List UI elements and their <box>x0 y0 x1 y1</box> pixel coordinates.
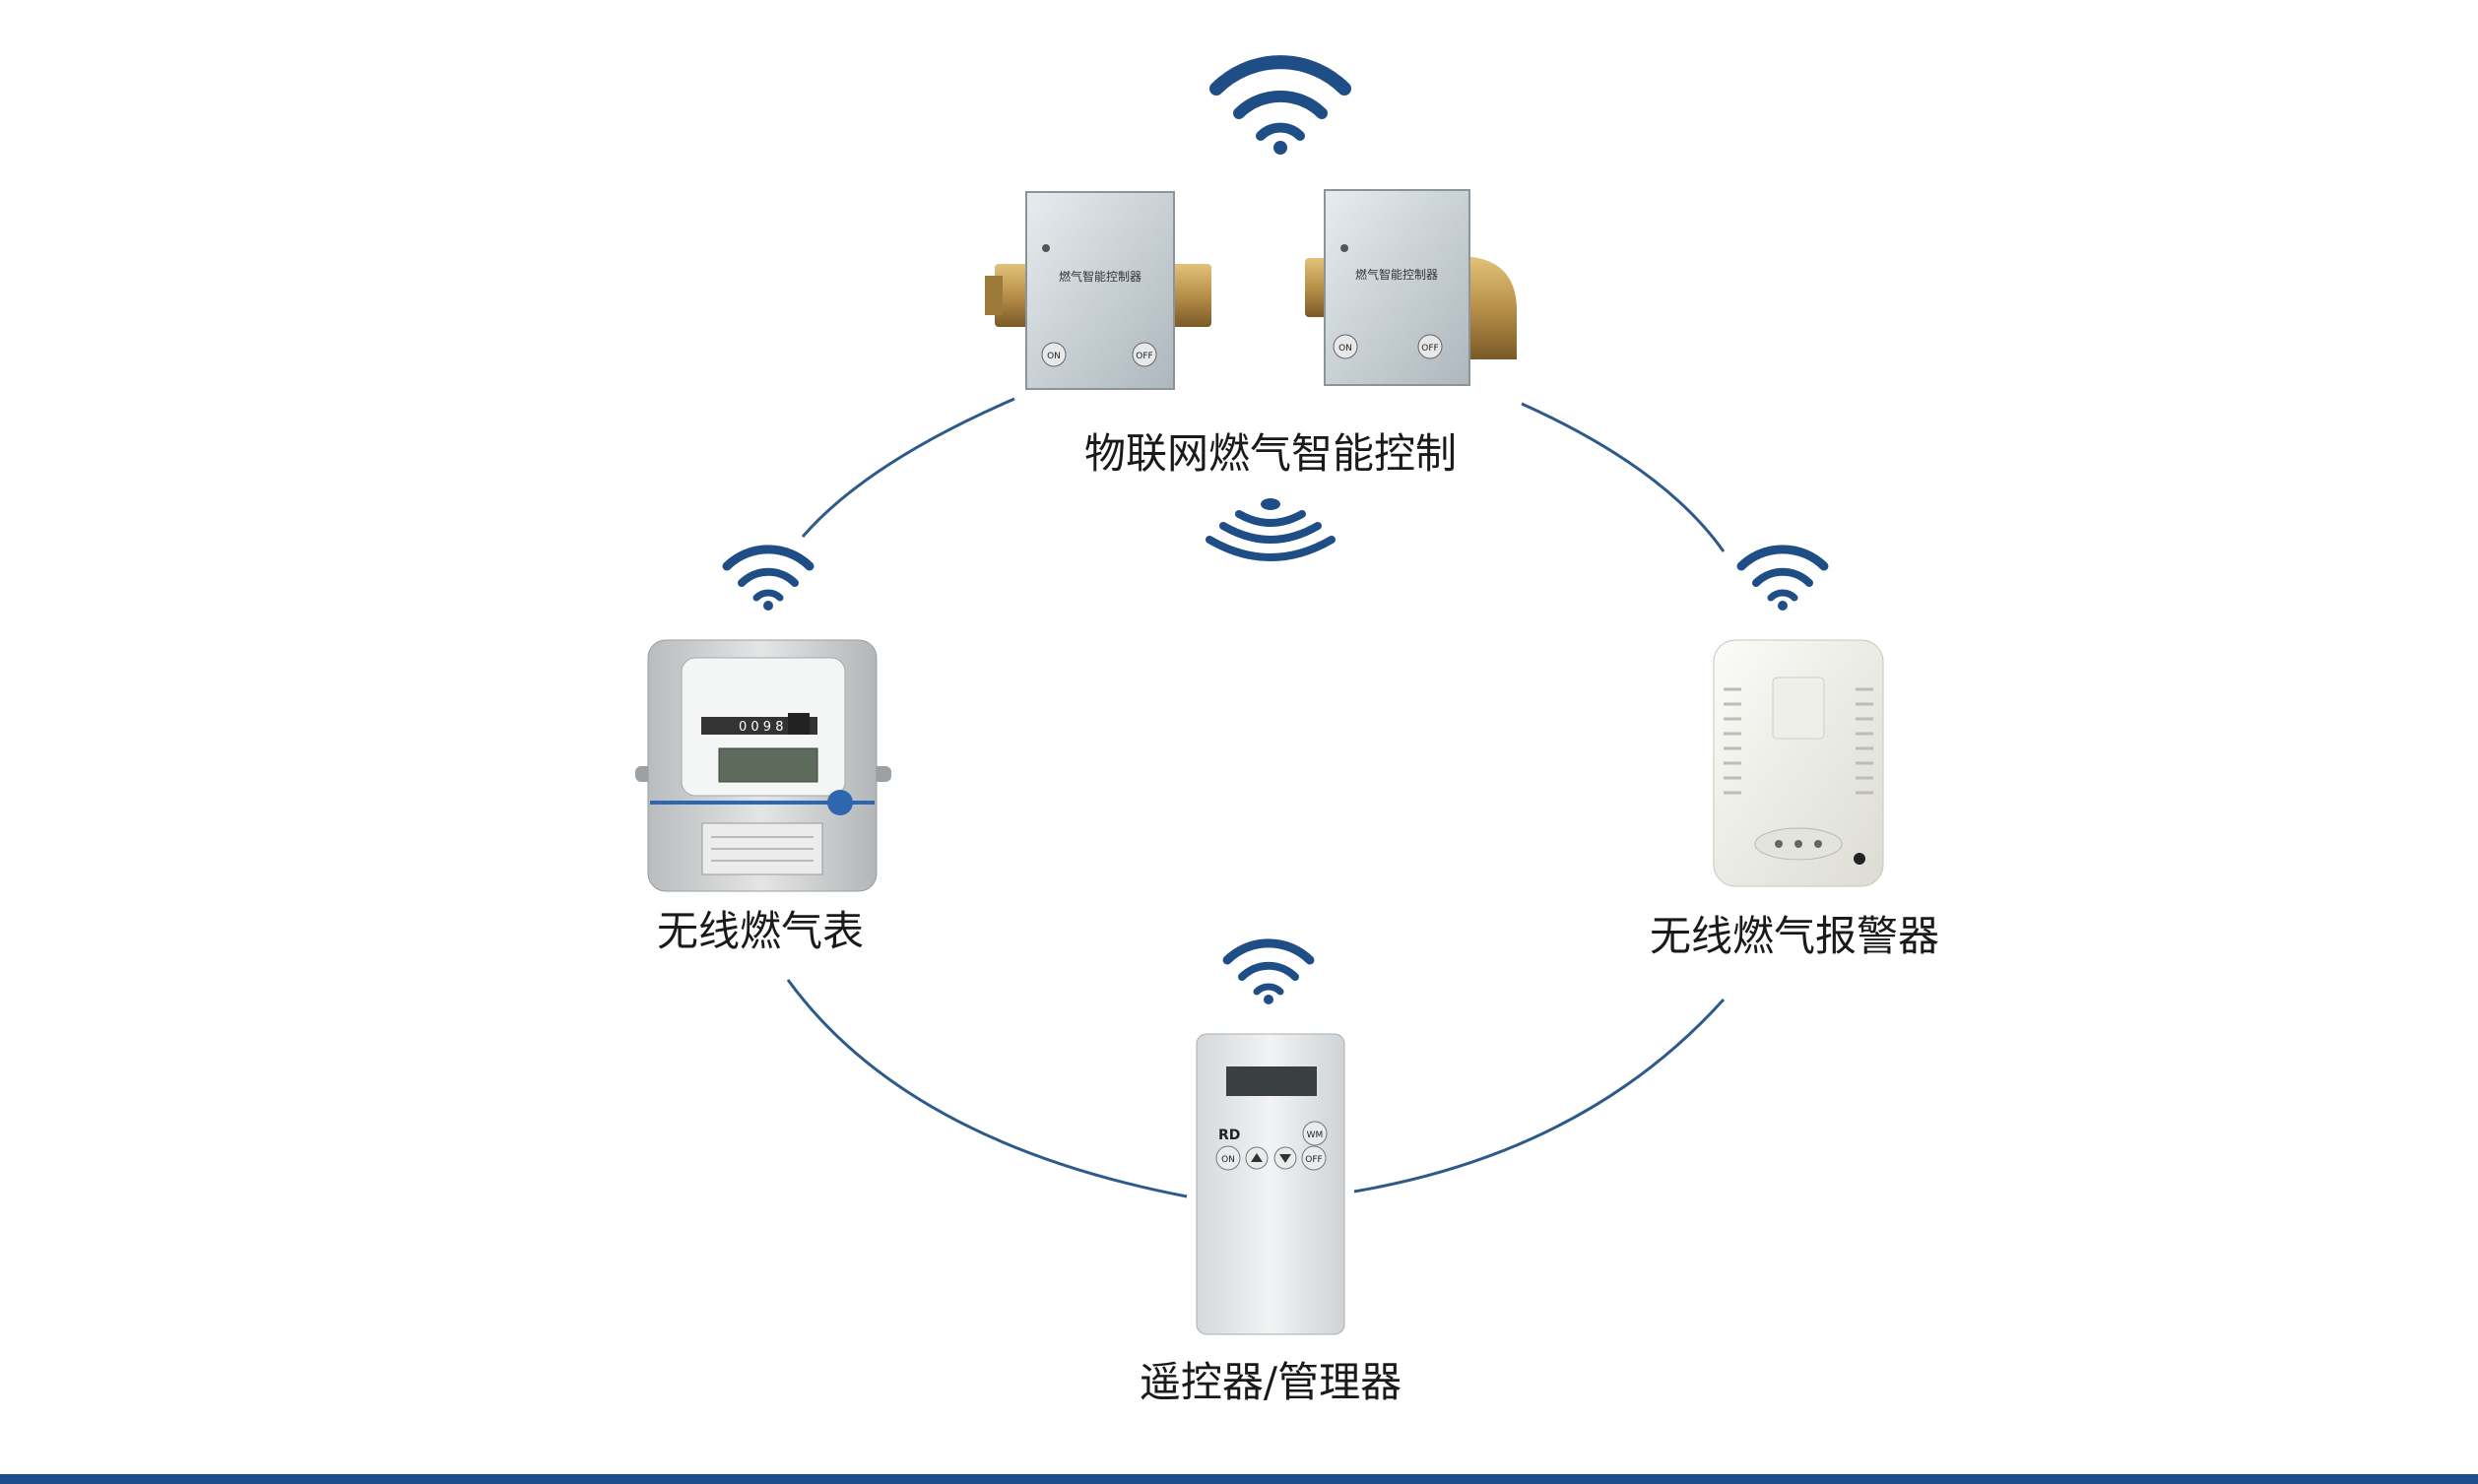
remote-off: OFF <box>1305 1155 1322 1165</box>
arc-top-left <box>801 397 1015 538</box>
meter-readout: 0 0 9 8 8 <box>739 720 796 735</box>
wifi-icon <box>1209 55 1351 155</box>
gas-valve-controller-2: 燃气智能控制器 ON OFF <box>1305 189 1517 386</box>
remote-wm: WM <box>1307 1130 1324 1140</box>
label-alarm: 无线燃气报警器 <box>1650 912 1939 960</box>
label-meter: 无线燃气表 <box>657 907 864 955</box>
valve-on-label: ON <box>1338 344 1352 354</box>
ring-arcs <box>786 397 1726 1198</box>
valve-off-label: OFF <box>1421 344 1438 354</box>
signal-waves-icon <box>1206 498 1336 561</box>
arc-top-right <box>1521 402 1726 552</box>
wifi-icon <box>1222 938 1315 1004</box>
bottom-accent-bar <box>0 1474 2478 1484</box>
wifi-icon <box>1736 545 1829 611</box>
remote-controller: RD WM ON OFF <box>1196 1033 1345 1335</box>
valve-title: 燃气智能控制器 <box>1059 269 1141 284</box>
wifi-icon <box>722 545 815 611</box>
label-controller: 物联网燃气智能控制 <box>1084 429 1457 478</box>
remote-on: ON <box>1221 1155 1235 1165</box>
wireless-gas-alarm <box>1713 639 1884 887</box>
valve-title: 燃气智能控制器 <box>1355 267 1438 282</box>
arc-bottom-right <box>1353 998 1726 1194</box>
valve-off-label: OFF <box>1136 352 1152 361</box>
label-remote: 遥控器/管理器 <box>1140 1358 1402 1406</box>
wireless-gas-meter: 0 0 9 8 8 <box>635 639 891 892</box>
remote-brand: RD <box>1218 1128 1240 1143</box>
valve-on-label: ON <box>1047 352 1061 361</box>
arc-bottom-left <box>786 979 1188 1198</box>
gas-valve-controller-1: 燃气智能控制器 ON OFF <box>985 191 1211 390</box>
